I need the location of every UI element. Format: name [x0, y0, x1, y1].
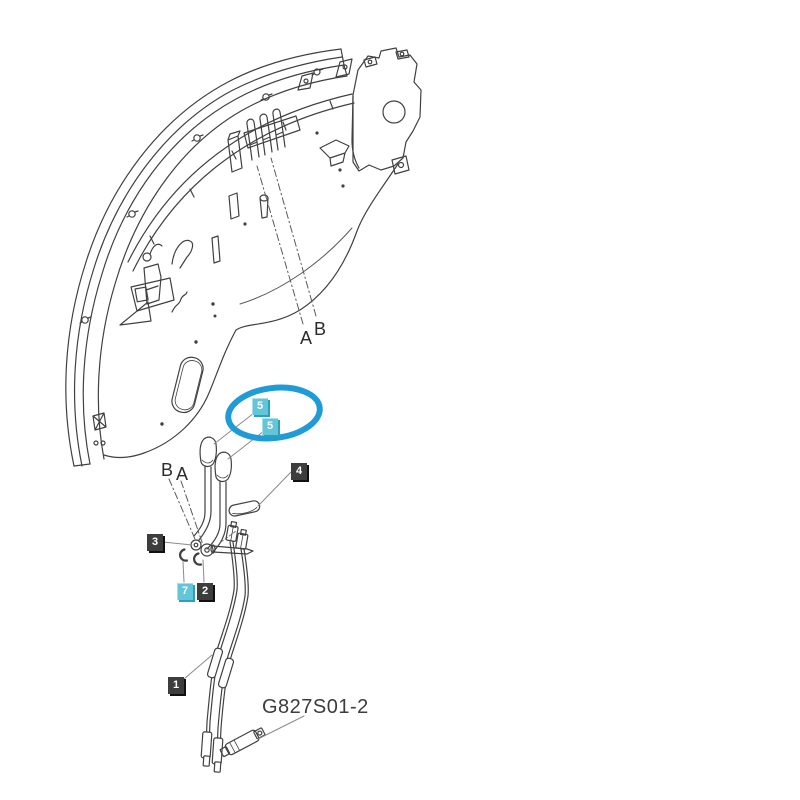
ref-letter-b-lower: B: [161, 460, 174, 480]
oval-hole: [171, 356, 204, 414]
top-rail: [127, 58, 355, 272]
pad-part: [228, 500, 261, 517]
callout-5-upper[interactable]: 5: [252, 398, 268, 415]
callout-2[interactable]: 2: [197, 583, 213, 600]
lever-slot-prongs: [227, 108, 350, 220]
callout-1[interactable]: 1: [168, 677, 184, 694]
fender-rim: [65, 48, 348, 467]
callout-1-label: 1: [172, 679, 180, 691]
lever-rods: [193, 466, 227, 554]
callout-7-label: 7: [181, 585, 189, 597]
ref-letter-b-upper: B: [314, 319, 327, 339]
callout-7[interactable]: 7: [177, 583, 193, 600]
callout-3[interactable]: 3: [147, 534, 163, 551]
rim-bolts: [79, 68, 324, 446]
panel-face: [103, 163, 399, 459]
ref-letter-a-lower: A: [176, 464, 189, 484]
cable-assembly: [200, 521, 249, 773]
callout-5-lower-label: 5: [266, 420, 274, 432]
reference-dash-lines: [168, 157, 317, 546]
face-holes: [160, 131, 345, 426]
callout-3-label: 3: [151, 536, 159, 548]
interior-brackets: [92, 235, 221, 446]
upper-right-bracket: [351, 47, 422, 175]
part-number-label[interactable]: G827S01-2: [262, 696, 369, 718]
highlight-ellipse: [225, 384, 323, 442]
lever-knobs: [199, 436, 232, 483]
ref-letter-a-upper: A: [300, 328, 313, 348]
callout-2-label: 2: [201, 585, 209, 597]
callout-5-lower[interactable]: 5: [262, 418, 278, 435]
callout-4[interactable]: 4: [291, 463, 307, 480]
callout-4-label: 4: [295, 465, 303, 477]
clevis-part: [219, 727, 266, 758]
callout-5-upper-label: 5: [256, 400, 264, 412]
